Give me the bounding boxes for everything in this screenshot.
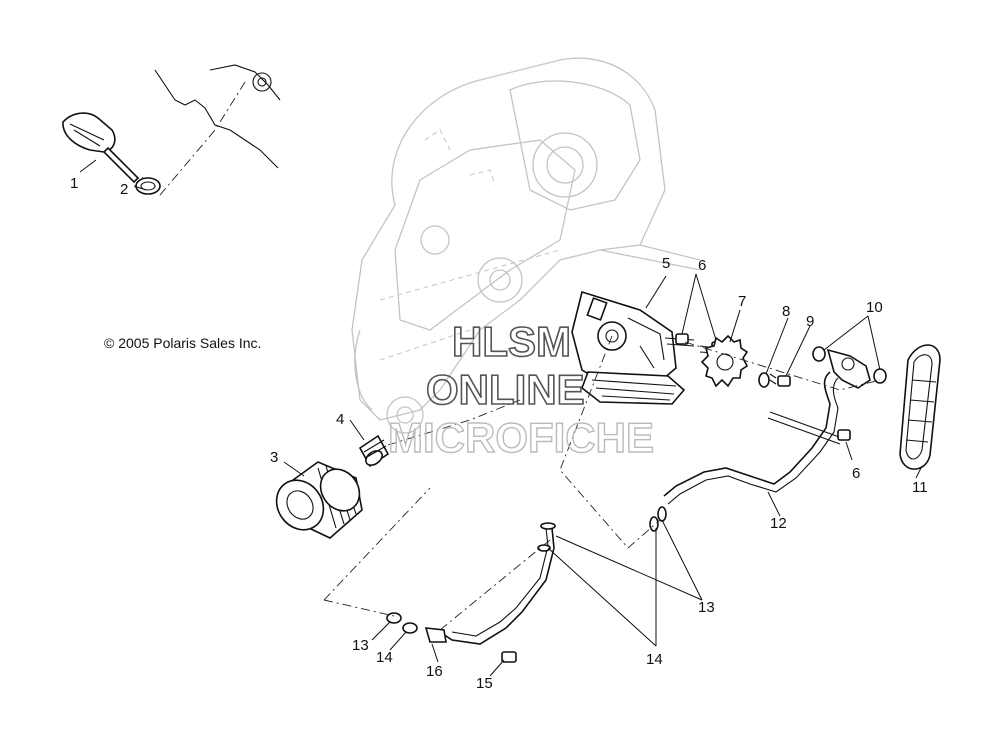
callout-14-left: 14 — [376, 649, 393, 666]
callout-13-right: 13 — [698, 599, 715, 616]
watermark-line-1: HLSM — [452, 318, 571, 365]
part-oil-pump — [571, 290, 686, 405]
callout-14-right: 14 — [646, 651, 663, 668]
part-bolt-lower — [501, 651, 517, 663]
callout-6-pump: 6 — [698, 257, 706, 274]
callout-5: 5 — [662, 255, 670, 272]
part-sprocket — [700, 334, 749, 388]
part-washer — [758, 372, 770, 388]
assembly-centerlines — [323, 335, 881, 631]
callout-7: 7 — [738, 293, 746, 310]
part-o-rings-fitting — [812, 346, 887, 389]
part-chain — [899, 344, 941, 470]
callout-leaders — [79, 159, 923, 677]
part-oil-tube-main — [663, 371, 851, 505]
part-washer-13-lower — [386, 612, 402, 624]
callout-3: 3 — [270, 449, 278, 466]
part-oil-tube-lower — [424, 522, 556, 645]
part-washer-14-lower — [402, 622, 418, 634]
callout-11: 11 — [912, 479, 928, 496]
callout-15: 15 — [476, 675, 493, 692]
part-bolt-sprocket — [769, 373, 791, 387]
watermark: HLSM ONLINE MICROFICHE — [387, 317, 654, 462]
watermark-line-2: ONLINE — [426, 366, 585, 413]
dipstick-inset — [139, 64, 281, 196]
callout-10: 10 — [866, 299, 883, 316]
part-o-ring-dipstick-inner — [140, 181, 156, 191]
engine-crankcase-ghost — [351, 57, 701, 434]
part-o-ring-dipstick — [135, 177, 161, 195]
callout-8: 8 — [782, 303, 790, 320]
part-oil-filter — [275, 461, 363, 539]
part-washer-14-tube — [649, 516, 659, 532]
part-filter-fitting — [358, 434, 390, 468]
callout-9: 9 — [806, 313, 814, 330]
callout-2: 2 — [120, 181, 128, 198]
part-washer-13-tube — [657, 506, 667, 522]
callout-6-tube: 6 — [852, 465, 860, 482]
part-dipstick — [62, 112, 140, 184]
copyright-notice: © 2005 Polaris Sales Inc. — [104, 335, 261, 351]
callout-13-left: 13 — [352, 637, 369, 654]
watermark-line-3: MICROFICHE — [388, 414, 654, 461]
callout-1: 1 — [70, 175, 78, 192]
callout-4: 4 — [336, 411, 344, 428]
callout-12: 12 — [770, 515, 787, 532]
callout-16: 16 — [426, 663, 443, 680]
